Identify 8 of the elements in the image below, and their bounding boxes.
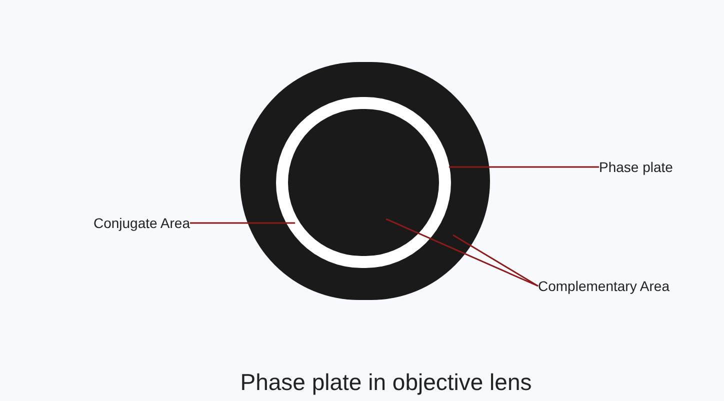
callout-label: Phase plate <box>599 159 673 175</box>
leader-line <box>449 166 599 168</box>
diagram-title: Phase plate in objective lens <box>240 368 532 396</box>
callout-label: Conjugate Area <box>93 215 190 231</box>
leader-line <box>452 234 538 287</box>
leader-line <box>190 222 296 224</box>
callout-label: Complementary Area <box>538 278 670 294</box>
leader-line <box>386 218 538 287</box>
